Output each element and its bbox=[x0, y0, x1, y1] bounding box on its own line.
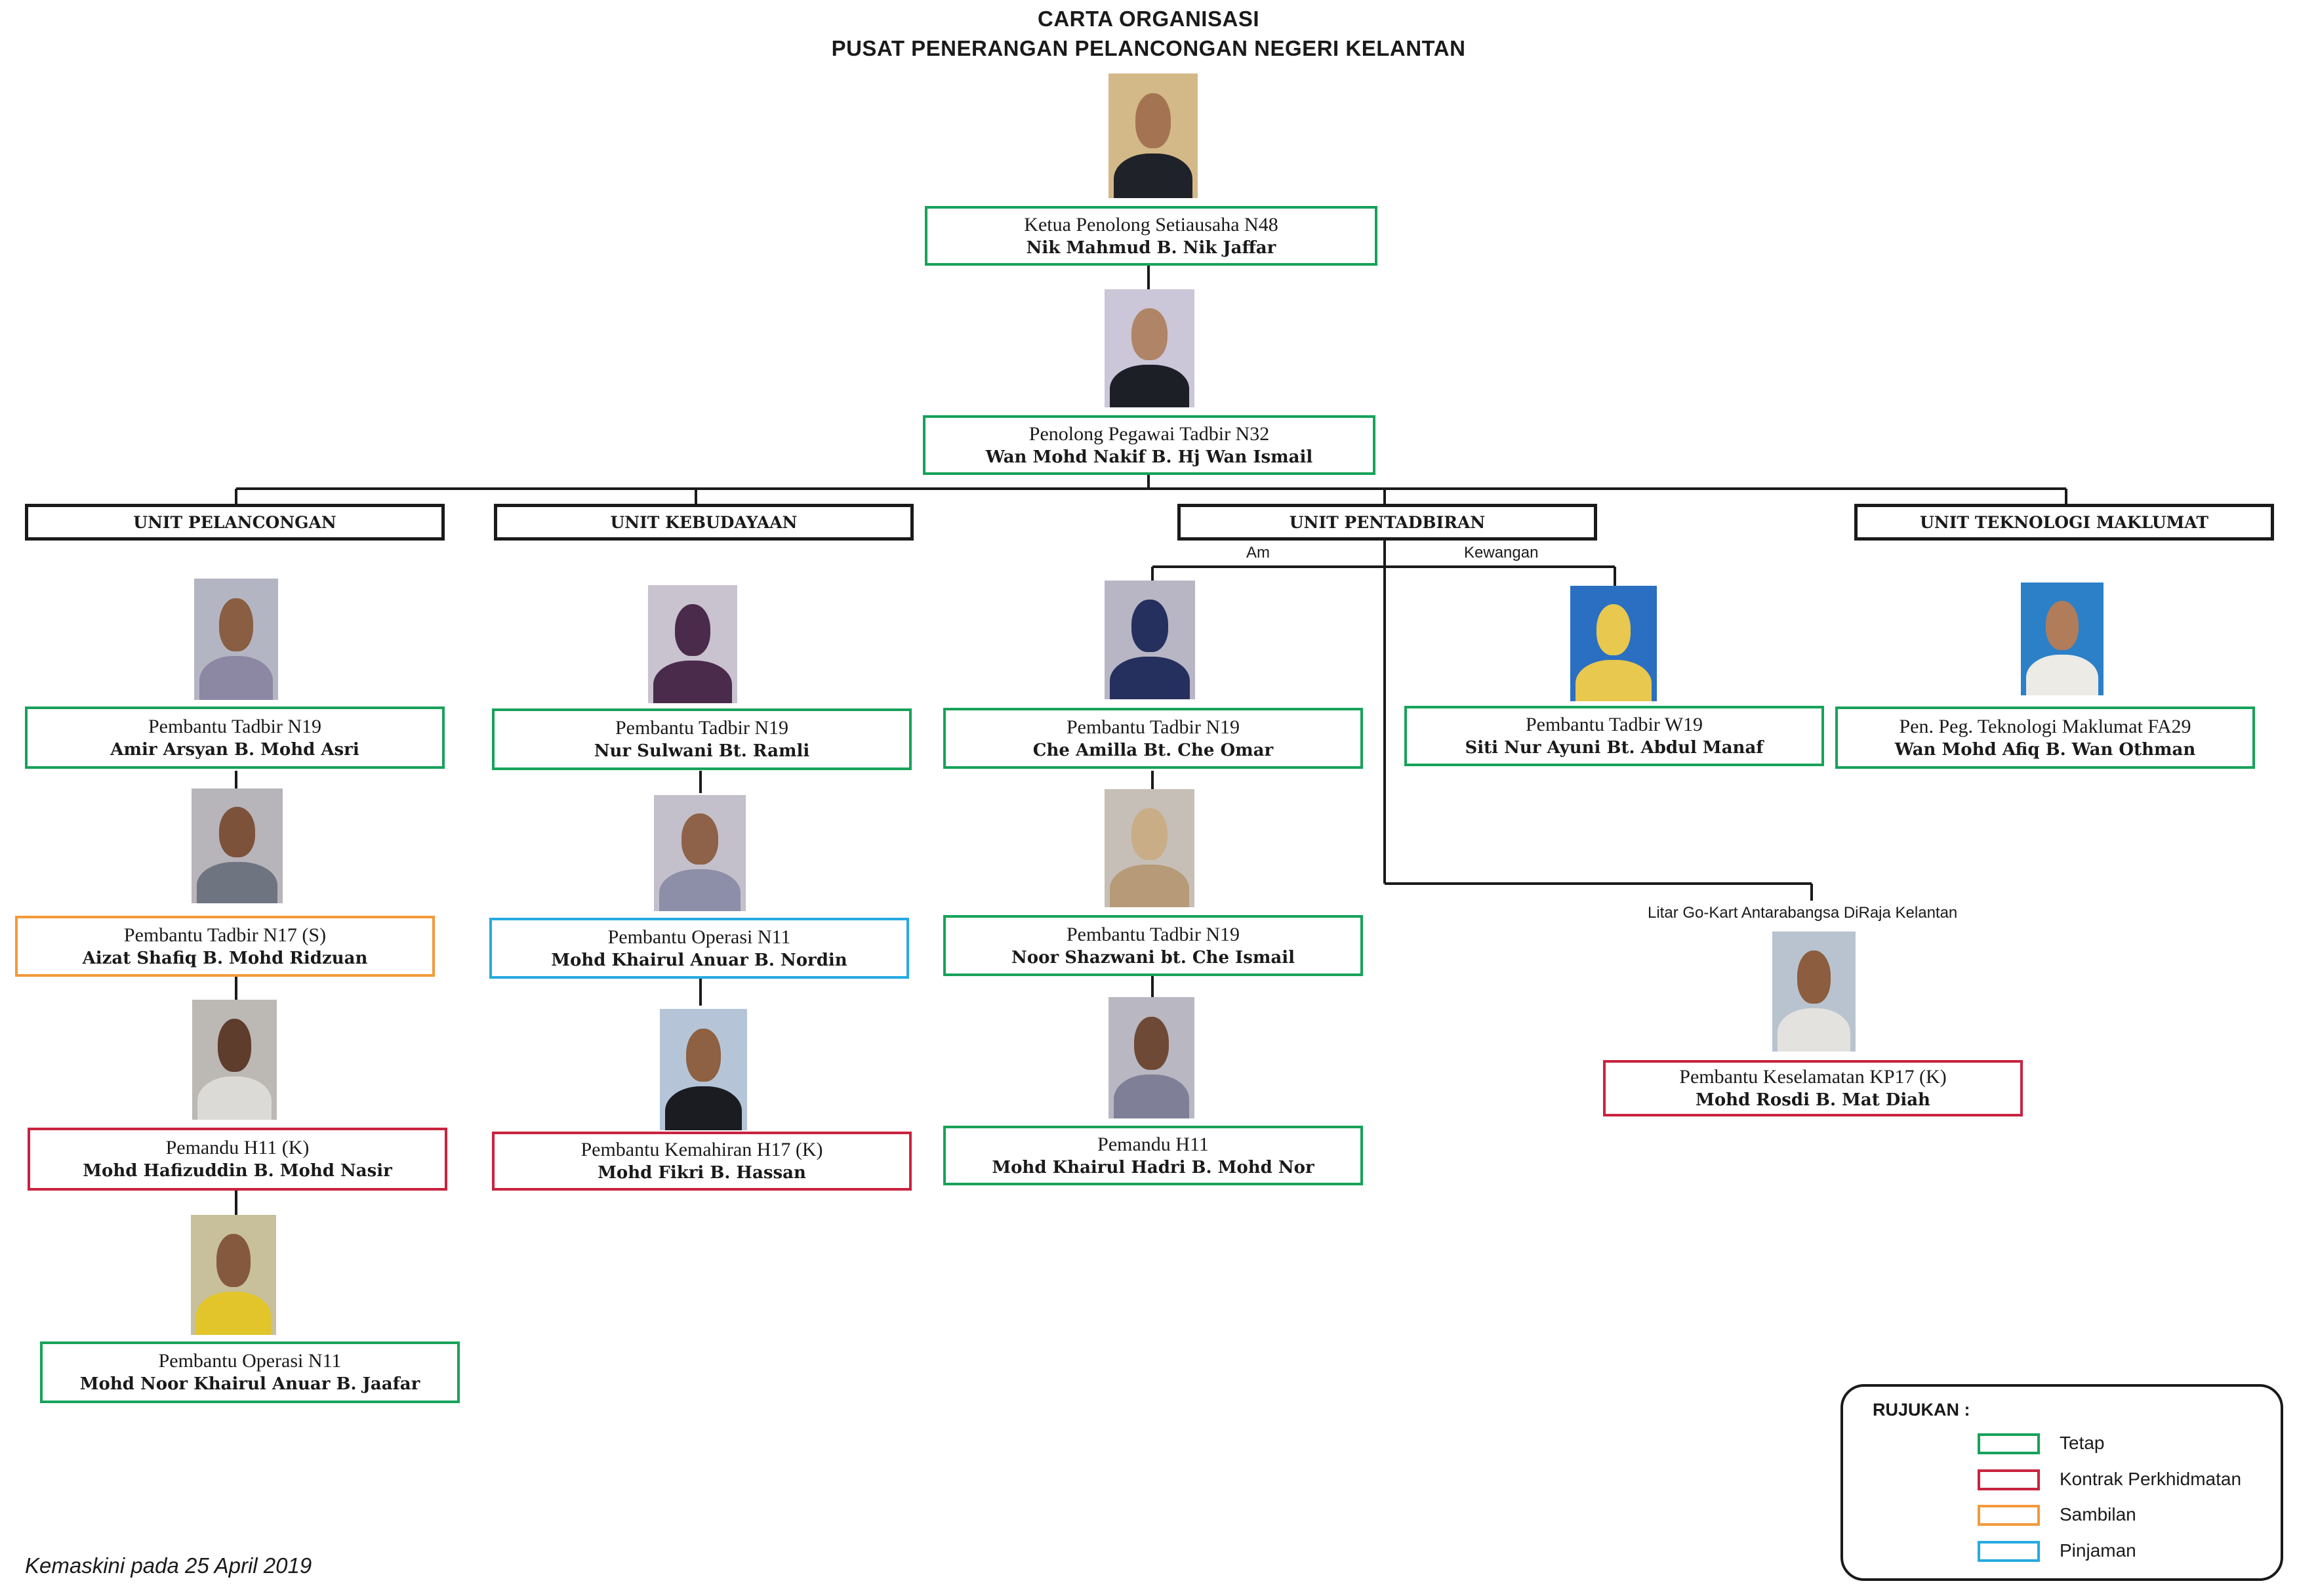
staff-box-gok1: Pembantu Keselamatan KP17 (K) Mohd Rosdi… bbox=[1603, 1060, 2023, 1116]
photo-pel1 bbox=[194, 579, 278, 700]
staff-name: Nur Sulwani Bt. Ramli bbox=[594, 741, 810, 761]
legend-label-sambilan: Sambilan bbox=[2060, 1504, 2136, 1524]
staff-position: Pembantu Tadbir N19 bbox=[615, 717, 788, 739]
chart-subtitle: PUSAT PENERANGAN PELANCONGAN NEGERI KELA… bbox=[831, 36, 1466, 60]
staff-box-keb2: Pembantu Operasi N11 Mohd Khairul Anuar … bbox=[489, 918, 909, 979]
photo-pel3 bbox=[192, 1000, 277, 1120]
photo-head bbox=[1108, 73, 1198, 198]
staff-box-pel4: Pembantu Operasi N11 Mohd Noor Khairul A… bbox=[40, 1341, 460, 1403]
legend: RUJUKAN : Tetap Kontrak Perkhidmatan Sam… bbox=[1840, 1384, 2283, 1581]
staff-box-pen2: Pembantu Tadbir N19 Noor Shazwani bt. Ch… bbox=[943, 915, 1363, 976]
staff-name: Che Amilla Bt. Che Omar bbox=[1032, 740, 1274, 760]
staff-position: Pembantu Tadbir N19 bbox=[1067, 716, 1240, 738]
staff-position: Pembantu Operasi N11 bbox=[158, 1350, 342, 1372]
staff-box-pen1: Pembantu Tadbir N19 Che Amilla Bt. Che O… bbox=[943, 708, 1363, 769]
staff-name: Mohd Hafizuddin B. Mohd Nasir bbox=[83, 1161, 392, 1181]
legend-title: RUJUKAN : bbox=[1873, 1400, 1970, 1420]
staff-box-pel3: Pemandu H11 (K) Mohd Hafizuddin B. Mohd … bbox=[28, 1128, 447, 1191]
staff-box-kew1: Pembantu Tadbir W19 Siti Nur Ayuni Bt. A… bbox=[1404, 706, 1824, 766]
photo-kew1 bbox=[1570, 586, 1657, 701]
photo-keb2 bbox=[654, 795, 746, 911]
staff-box-pel1: Pembantu Tadbir N19 Amir Arsyan B. Mohd … bbox=[25, 706, 445, 769]
staff-name: Mohd Rosdi B. Mat Diah bbox=[1696, 1090, 1930, 1110]
staff-position: Pembantu Tadbir N17 (S) bbox=[123, 924, 327, 946]
unit-kebudayaan: UNIT KEBUDAYAAN bbox=[494, 504, 914, 541]
branch-label-gokart: Litar Go-Kart Antarabangsa DiRaja Kelant… bbox=[1648, 904, 1958, 922]
staff-name: Mohd Khairul Anuar B. Nordin bbox=[551, 950, 847, 970]
legend-label-kontrak: Kontrak Perkhidmatan bbox=[2060, 1469, 2242, 1489]
staff-position: Pembantu Tadbir W19 bbox=[1525, 714, 1703, 735]
legend-label-tetap: Tetap bbox=[2060, 1433, 2105, 1453]
legend-swatch-pinjaman bbox=[1978, 1541, 2040, 1562]
staff-name: Wan Mohd Afiq B. Wan Othman bbox=[1894, 739, 2196, 760]
photo-pen2 bbox=[1105, 789, 1194, 907]
staff-name: Mohd Noor Khairul Anuar B. Jaafar bbox=[79, 1374, 420, 1394]
staff-name: Noor Shazwani bt. Che Ismail bbox=[1011, 947, 1295, 968]
staff-name: Mohd Fikri B. Hassan bbox=[598, 1163, 806, 1183]
legend-swatch-sambilan bbox=[1978, 1505, 2040, 1526]
staff-position: Penolong Pegawai Tadbir N32 bbox=[1028, 422, 1270, 445]
staff-box-admin: Penolong Pegawai Tadbir N32 Wan Mohd Nak… bbox=[923, 415, 1375, 475]
branch-label-am: Am bbox=[1246, 544, 1270, 562]
staff-position: Pembantu Keselamatan KP17 (K) bbox=[1679, 1066, 1947, 1088]
staff-position: Pembantu Kemahiran H17 (K) bbox=[580, 1139, 823, 1160]
unit-pentadbiran: UNIT PENTADBIRAN bbox=[1177, 504, 1597, 541]
staff-name: Nik Mahmud B. Nik Jaffar bbox=[1026, 237, 1276, 258]
staff-name: Amir Arsyan B. Mohd Asri bbox=[110, 739, 359, 760]
staff-box-keb3: Pembantu Kemahiran H17 (K) Mohd Fikri B.… bbox=[492, 1132, 912, 1191]
staff-name: Mohd Khairul Hadri B. Mohd Nor bbox=[992, 1157, 1314, 1177]
photo-pen1 bbox=[1105, 581, 1195, 699]
branch-label-kewangan: Kewangan bbox=[1464, 544, 1539, 562]
photo-pen3 bbox=[1108, 997, 1194, 1118]
staff-position: Pen. Peg. Teknologi Maklumat FA29 bbox=[1899, 715, 2191, 737]
staff-name: Aizat Shafiq B. Mohd Ridzuan bbox=[82, 948, 368, 968]
staff-position: Pembantu Operasi N11 bbox=[607, 926, 791, 948]
staff-box-pen3: Pemandu H11 Mohd Khairul Hadri B. Mohd N… bbox=[943, 1126, 1363, 1185]
staff-position: Pemandu H11 (K) bbox=[165, 1137, 310, 1158]
photo-admin bbox=[1105, 289, 1194, 407]
staff-position: Pembantu Tadbir N19 bbox=[148, 715, 321, 737]
unit-pelancongan: UNIT PELANCONGAN bbox=[25, 504, 445, 541]
staff-position: Pembantu Tadbir N19 bbox=[1067, 923, 1240, 945]
staff-name: Siti Nur Ayuni Bt. Abdul Manaf bbox=[1465, 738, 1764, 758]
photo-tek1 bbox=[2021, 583, 2104, 695]
legend-swatch-kontrak bbox=[1978, 1469, 2040, 1490]
staff-position: Pemandu H11 bbox=[1097, 1133, 1209, 1155]
staff-position: Ketua Penolong Setiausaha N48 bbox=[1024, 213, 1278, 235]
photo-keb1 bbox=[648, 585, 737, 703]
photo-keb3 bbox=[660, 1009, 747, 1130]
photo-gok1 bbox=[1772, 931, 1856, 1052]
updated-date: Kemaskini pada 25 April 2019 bbox=[25, 1553, 312, 1578]
staff-name: Wan Mohd Nakif B. Hj Wan Ismail bbox=[985, 447, 1313, 467]
photo-pel2 bbox=[192, 788, 283, 903]
staff-box-head: Ketua Penolong Setiausaha N48 Nik Mahmud… bbox=[925, 206, 1377, 266]
legend-label-pinjaman: Pinjaman bbox=[2060, 1540, 2136, 1561]
staff-box-pel2: Pembantu Tadbir N17 (S) Aizat Shafiq B. … bbox=[15, 916, 435, 977]
legend-swatch-tetap bbox=[1978, 1433, 2040, 1454]
chart-title: CARTA ORGANISASI bbox=[1038, 7, 1259, 31]
photo-pel4 bbox=[191, 1215, 276, 1335]
unit-teknologi-maklumat: UNIT TEKNOLOGI MAKLUMAT bbox=[1854, 504, 2274, 541]
staff-box-keb1: Pembantu Tadbir N19 Nur Sulwani Bt. Raml… bbox=[492, 708, 912, 770]
staff-box-tek1: Pen. Peg. Teknologi Maklumat FA29 Wan Mo… bbox=[1835, 706, 2255, 769]
